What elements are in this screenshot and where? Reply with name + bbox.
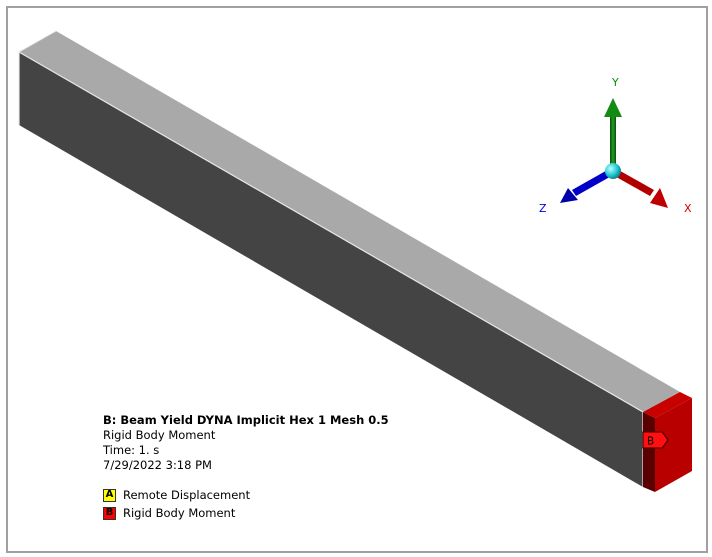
triad-z-arrow-icon bbox=[560, 188, 578, 203]
legend-time: Time: 1. s bbox=[103, 443, 160, 457]
coordinate-triad[interactable] bbox=[560, 98, 668, 208]
beam-top-face[interactable] bbox=[19, 31, 680, 412]
triad-origin-sphere bbox=[605, 163, 621, 179]
load-tag-b-label: B bbox=[647, 436, 654, 448]
end-cap-top[interactable] bbox=[643, 392, 692, 418]
legend-title: B: Beam Yield DYNA Implicit Hex 1 Mesh 0… bbox=[103, 413, 389, 427]
triad-x-label: X bbox=[684, 202, 692, 215]
triad-y-axis bbox=[610, 113, 616, 168]
load-tag-b[interactable]: B bbox=[642, 431, 669, 449]
legend-badge-b: B bbox=[103, 506, 116, 520]
beam-edge-top bbox=[18, 30, 57, 53]
triad-x-arrow-icon bbox=[650, 188, 668, 208]
end-cap-front[interactable] bbox=[655, 398, 692, 492]
triad-y-label: Y bbox=[612, 76, 619, 89]
legend-timestamp: 7/29/2022 3:18 PM bbox=[103, 458, 212, 472]
legend-item-remote-displacement[interactable]: A Remote Displacement bbox=[103, 486, 389, 504]
triad-z-label: Z bbox=[539, 202, 547, 215]
legend-item-rigid-body-moment[interactable]: B Rigid Body Moment bbox=[103, 504, 389, 522]
triad-z-axis bbox=[572, 168, 615, 196]
triad-x-axis bbox=[611, 168, 654, 196]
legend-item-label: Rigid Body Moment bbox=[123, 505, 236, 520]
legend-result-type: Rigid Body Moment bbox=[103, 428, 216, 442]
legend-item-label: Remote Displacement bbox=[123, 487, 251, 502]
end-cap-side[interactable] bbox=[643, 412, 655, 492]
triad-y-arrow-icon bbox=[604, 98, 622, 117]
legend-badge-a: A bbox=[103, 488, 116, 502]
graphics-legend: B: Beam Yield DYNA Implicit Hex 1 Mesh 0… bbox=[103, 413, 389, 522]
beam-side-face[interactable] bbox=[19, 52, 643, 487]
